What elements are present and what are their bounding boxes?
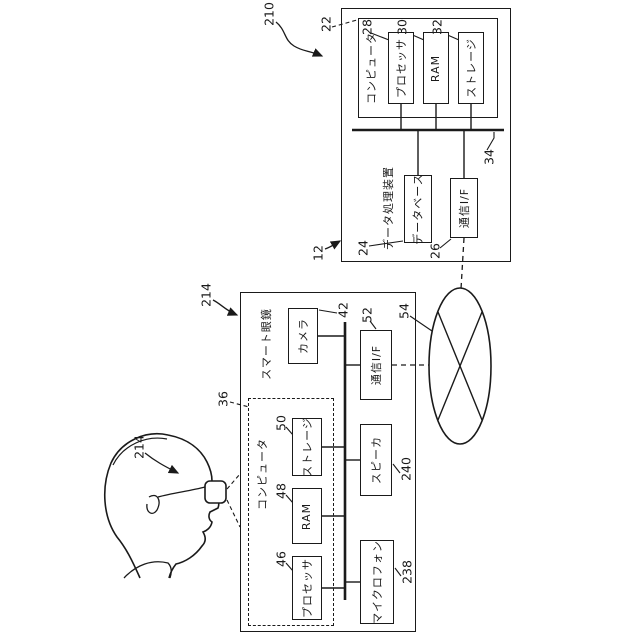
ref-52: 52 — [359, 307, 375, 323]
ear-shape — [146, 494, 160, 514]
person-figure — [103, 433, 241, 579]
speaker-name: スピーカ — [370, 436, 383, 484]
leader-24 — [368, 240, 404, 247]
ref-42: 42 — [335, 302, 351, 318]
leader-36 — [229, 401, 250, 408]
ref-238: 238 — [399, 560, 415, 584]
ref-30: 30 — [394, 19, 410, 35]
glasses-correspondence-dashes — [226, 473, 241, 528]
leader-42 — [318, 309, 338, 314]
ref-46: 46 — [273, 551, 289, 567]
ref-26: 26 — [427, 243, 443, 259]
glasses-processor-box: プロセッサ — [292, 556, 322, 620]
ref-22: 22 — [318, 16, 334, 32]
data-processing-device-box — [341, 8, 511, 262]
leader-28 — [370, 32, 390, 41]
leader-34 — [486, 132, 495, 151]
leader-22 — [331, 19, 358, 28]
glasses-temple-arm — [157, 486, 206, 498]
leader-240 — [392, 463, 401, 474]
glasses-computer-box — [248, 398, 334, 626]
glasses-ram-name: RAM — [300, 502, 314, 530]
camera-name: カメラ — [297, 318, 310, 354]
leader-50 — [285, 426, 294, 436]
ref-214-person: 214 — [131, 435, 147, 459]
glasses-computer-name: コンピュータ — [256, 438, 269, 510]
ref-28: 28 — [359, 19, 375, 35]
server-processor-name: プロセッサ — [395, 38, 408, 98]
smart-glasses-box — [240, 292, 416, 632]
server-database-box: データベース — [404, 173, 432, 245]
network-symbol — [428, 287, 492, 445]
smart-glasses-name: スマート眼鏡 — [260, 308, 274, 380]
server-computer-name: コンピュータ — [365, 32, 378, 104]
speaker-box: スピーカ — [360, 424, 392, 496]
ref-240: 240 — [398, 457, 414, 481]
ref-12: 12 — [310, 245, 326, 261]
ref-210: 210 — [261, 2, 277, 26]
ref-34: 34 — [481, 149, 497, 165]
head-profile-outline — [103, 433, 220, 579]
data-processing-device-name: データ処理装置 — [382, 166, 395, 250]
arrow-214-person — [144, 452, 180, 474]
glasses-ram-box: RAM — [292, 488, 322, 544]
network-x-lines — [437, 311, 483, 421]
smart-glasses-icon — [204, 480, 227, 504]
glasses-computer-label: コンピュータ — [250, 404, 274, 544]
glasses-storage-name: ストレージ — [301, 417, 314, 477]
leader-26 — [439, 238, 452, 249]
server-storage-box: ストレージ — [458, 32, 484, 104]
server-processor-box: プロセッサ — [388, 32, 414, 104]
ref-54: 54 — [396, 303, 412, 319]
microphone-name: マイクロフォン — [371, 540, 384, 624]
ref-36: 36 — [215, 391, 231, 407]
glasses-processor-name: プロセッサ — [301, 558, 314, 618]
leader-52 — [369, 320, 377, 330]
glasses-comm-box: 通信I/F — [360, 330, 392, 400]
data-processing-device-label: データ処理装置 — [375, 160, 401, 256]
server-comm-box: 通信I/F — [450, 178, 478, 238]
leader-46 — [285, 562, 294, 572]
server-storage-name: ストレージ — [465, 38, 478, 98]
ref-24: 24 — [355, 240, 371, 256]
glasses-storage-box: ストレージ — [292, 417, 322, 477]
leader-238 — [394, 567, 402, 577]
collar-line — [123, 561, 172, 579]
server-ram-box: RAM — [423, 32, 449, 104]
leader-48 — [285, 494, 294, 504]
server-database-name: データベース — [412, 173, 426, 245]
smart-glasses-label: スマート眼鏡 — [253, 296, 279, 392]
server-wiring — [352, 104, 504, 290]
glasses-comm-name: 通信I/F — [370, 344, 383, 386]
arrow-210 — [275, 21, 324, 57]
server-ram-name: RAM — [429, 54, 443, 82]
hair-line — [112, 437, 168, 466]
server-computer-box — [358, 18, 498, 118]
ref-32: 32 — [429, 19, 445, 35]
ref-50: 50 — [273, 415, 289, 431]
ref-48: 48 — [273, 483, 289, 499]
arrow-12 — [324, 240, 342, 250]
microphone-box: マイクロフォン — [360, 540, 394, 624]
leader-54 — [409, 315, 433, 332]
reference-arrows — [144, 21, 342, 474]
server-comm-name: 通信I/F — [458, 187, 471, 229]
ref-214-box: 214 — [198, 283, 214, 307]
arrow-214-box — [212, 299, 239, 316]
leader-lines — [229, 19, 495, 577]
camera-box: カメラ — [288, 308, 318, 364]
